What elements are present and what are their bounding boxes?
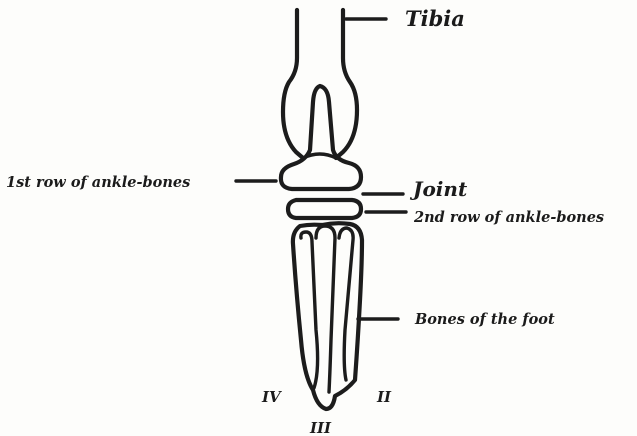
second-row-ankle-bone: [288, 200, 361, 218]
foot-bones-label: Bones of the foot: [414, 311, 555, 328]
digit-iv-label: IV: [261, 388, 282, 406]
joint-label: Joint: [409, 177, 468, 201]
tibia-bone-right: [336, 10, 357, 158]
tibia-label: Tibia: [405, 6, 465, 31]
second-row-label: 2nd row of ankle-bones: [413, 209, 604, 226]
digit-ii-label: II: [376, 388, 392, 406]
digit-ii-bone: [339, 228, 353, 380]
tibia-bone: [283, 10, 303, 158]
first-row-label: 1st row of ankle-bones: [6, 174, 190, 191]
digit-iii-label: III: [309, 419, 332, 436]
first-row-ankle-bone: [281, 86, 361, 189]
